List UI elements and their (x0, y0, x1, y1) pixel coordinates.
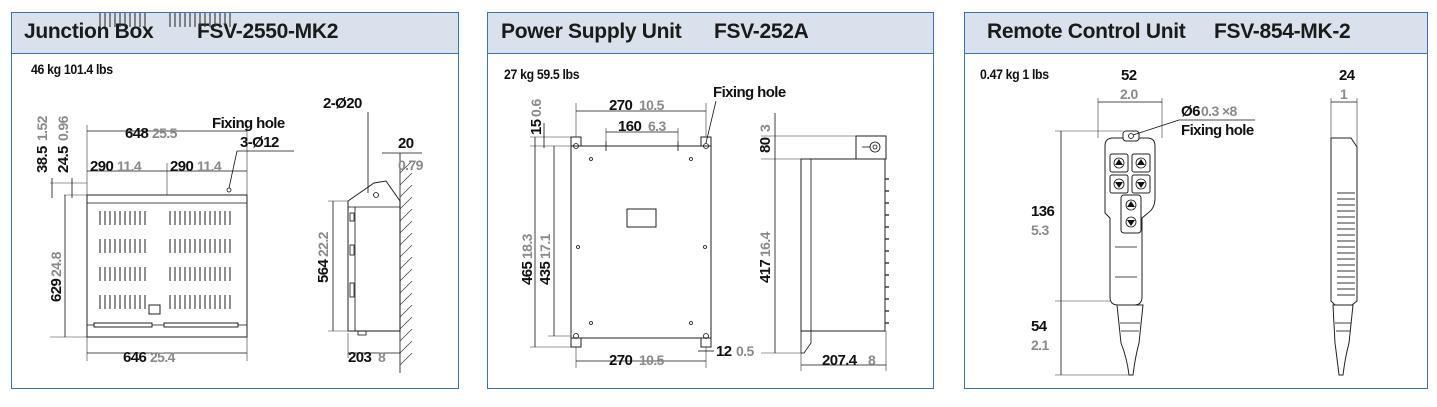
dim-bottom-width: 270 (609, 352, 632, 369)
dim-38-in: 1.52 (34, 115, 50, 141)
dim-bottom-width-in: 10.5 (639, 352, 665, 368)
dim-thickness-in: 1 (1340, 86, 1348, 102)
junction-box-panel: Junction Box FSV-2550-MK2 46 kg 101.4 lb… (11, 12, 459, 389)
dim-height: 465 (519, 262, 536, 285)
dim-top-width: 270 (609, 97, 632, 114)
panel-title: Junction Box (24, 20, 154, 43)
panel-model: FSV-252A (714, 20, 809, 43)
dim-depth-in: 8 (378, 349, 386, 365)
dim-half1: 290 (90, 158, 113, 175)
dim-body-height: 136 (1031, 203, 1054, 220)
dim-width: 52 (1121, 67, 1137, 84)
side-fins (885, 178, 889, 324)
side-view-body (800, 158, 886, 332)
side-view-body (347, 180, 401, 332)
dim-inner-height-in: 17.1 (537, 233, 553, 259)
fixing-hole-label: Fixing hole (212, 115, 285, 132)
front-view-body (86, 194, 248, 338)
dim-inner-width-in: 6.3 (648, 118, 666, 134)
dim-side-height: 417 (757, 260, 774, 283)
panel-model: FSV-854-MK-2 (1214, 20, 1351, 43)
dim-cable-height-in: 2.1 (1031, 337, 1049, 353)
fixing-hole-label: Fixing hole (1181, 122, 1254, 139)
dim-height-in: 24.8 (48, 251, 64, 277)
weight-label: 0.47 kg 1 lbs (980, 66, 1049, 82)
weight-label: 46 kg 101.4 lbs (31, 61, 113, 77)
dim-hole-size: Ø6 (1181, 103, 1200, 120)
dim-holes: 2-Ø20 (323, 95, 362, 112)
dim-top-width-in: 10.5 (639, 97, 665, 113)
dim-24: 24.5 (55, 146, 72, 173)
panel-header: Power Supply Unit FSV-252A (488, 13, 933, 54)
dim-38: 38.5 (34, 146, 51, 173)
label-plate (626, 208, 657, 228)
panel-title: Remote Control Unit (987, 20, 1186, 43)
wall-hatching (399, 160, 413, 366)
power-supply-drawing: 270 10.5 160 6.3 Fixing hole 15 0.6 465 … (519, 84, 889, 371)
dim-body-height-in: 5.3 (1031, 222, 1049, 238)
dim-depth: 203 (348, 349, 371, 366)
remote-control-drawing: 52 2.0 Ø6 0.3 ×8 Fixing hole 136 5.3 54 … (1031, 67, 1358, 376)
panel-header: Junction Box FSV-2550-MK2 (12, 13, 458, 54)
panel-header: Remote Control Unit FSV-854-MK-2 (965, 13, 1427, 54)
dim-thickness: 24 (1339, 67, 1356, 84)
dim-24-in: 0.96 (55, 115, 71, 141)
dim-side-height: 564 (315, 259, 332, 283)
dim-side-height-in: 22.2 (315, 231, 331, 257)
cable-strain-relief (1116, 304, 1144, 376)
dim-half2: 290 (170, 158, 193, 175)
handset-side-view (1330, 137, 1358, 306)
dim-top-width: 648 (125, 125, 148, 142)
dim-wall-in: 0.79 (398, 157, 424, 173)
dim-width-in: 2.0 (1120, 86, 1138, 102)
dim-hole-detail: 0.3 ×8 (1201, 103, 1238, 119)
dim-bottom-width-in: 25.4 (150, 349, 176, 365)
dim-top-width-in: 25.5 (152, 125, 178, 141)
dim-offset-in: 0.5 (736, 343, 754, 359)
dim-height-in: 18.3 (519, 233, 535, 259)
front-view-body (570, 145, 712, 339)
dim-half1-in: 11.4 (117, 158, 142, 174)
dim-height: 629 (48, 279, 65, 302)
dim-15: 15 (528, 119, 545, 135)
weight-label: 27 kg 59.5 lbs (504, 66, 580, 82)
dim-top-offset: 80 (757, 137, 774, 153)
dim-side-height-in: 16.4 (757, 231, 773, 257)
dim-inner-width: 160 (618, 118, 641, 135)
arrow-buttons (1109, 153, 1151, 234)
remote-control-panel: Remote Control Unit FSV-854-MK-2 0.47 kg… (964, 12, 1428, 389)
power-supply-panel: Power Supply Unit FSV-252A 27 kg 59.5 lb… (487, 12, 934, 389)
dim-inner-height: 435 (537, 262, 554, 285)
dim-cable-height: 54 (1031, 318, 1048, 335)
dim-15-in: 0.6 (528, 99, 544, 117)
dim-offset: 12 (716, 343, 732, 360)
junction-box-drawing: 648 25.5 290 11.4 290 11.4 Fixing hole 3… (34, 13, 424, 373)
side-grip-lines (1337, 192, 1355, 296)
dim-top-offset-in: 3 (757, 124, 773, 132)
dim-half2-in: 11.4 (197, 158, 222, 174)
dim-depth-in: 8 (868, 352, 876, 368)
fixing-hole-count: 3-Ø12 (240, 134, 279, 151)
fixing-hole-label: Fixing hole (713, 84, 786, 101)
dim-wall: 20 (398, 135, 414, 152)
dim-depth: 207.4 (822, 352, 858, 369)
panel-model: FSV-2550-MK2 (197, 20, 339, 43)
dim-bottom-width: 646 (123, 349, 146, 366)
panel-title: Power Supply Unit (501, 20, 682, 43)
vent-slots (99, 13, 231, 310)
